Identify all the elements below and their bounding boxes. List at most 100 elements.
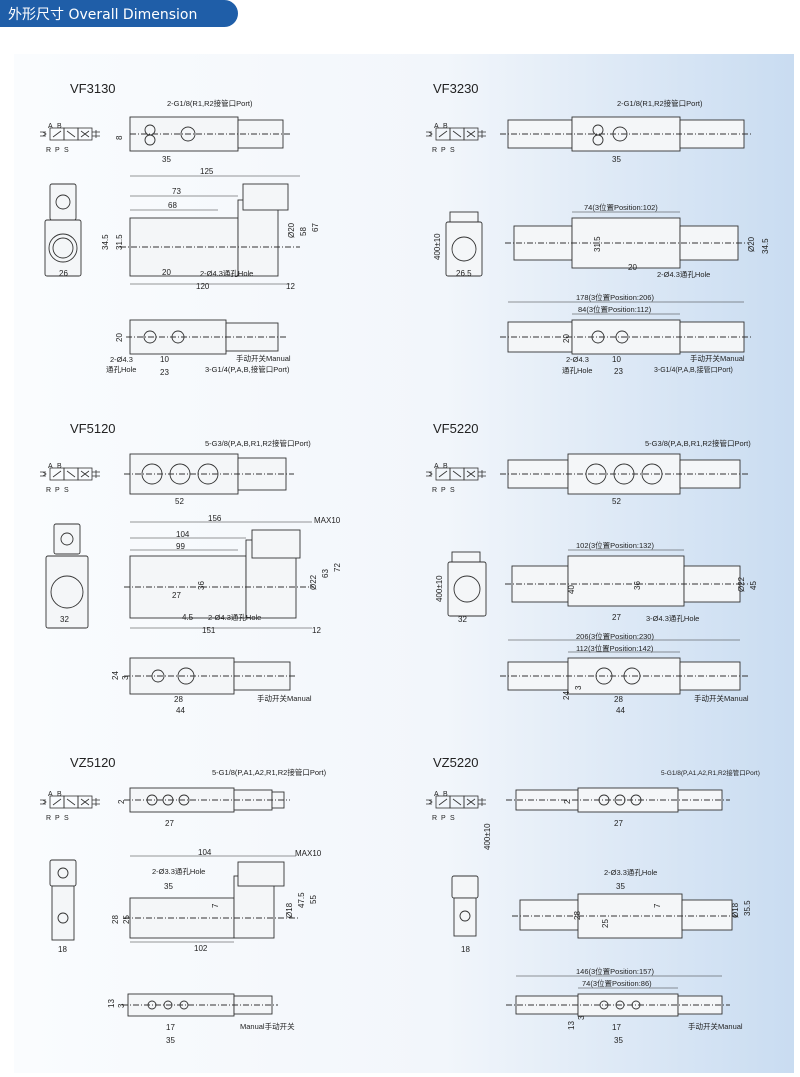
dimension-label: 27: [612, 613, 621, 622]
port-label: 5-G3/8(P,A,B,R1,R2接管口Port): [205, 438, 311, 448]
dimension-label: 7: [211, 903, 220, 908]
dimension-label: 36: [633, 581, 642, 590]
dimension-label: 18: [58, 945, 67, 954]
dimension-label: 104: [176, 530, 190, 539]
dimension-label: 151: [202, 626, 216, 635]
dimension-label: 35: [612, 155, 621, 164]
dimension-label: Ø22: [737, 576, 746, 592]
dimension-label: 32: [458, 615, 467, 624]
front-view-drawing: [124, 521, 314, 629]
manual-label: 手动开关Manual: [257, 693, 312, 703]
symbol-label: P: [55, 815, 60, 822]
coil-side-view: [451, 875, 479, 937]
dimension-label: 72: [333, 563, 342, 572]
symbol-label: B: [443, 791, 448, 798]
dimension-label: 112(3位置Position:142): [576, 643, 654, 653]
dimension-label: 35: [166, 1036, 175, 1045]
symbol-label: B: [443, 463, 448, 470]
dimension-label: 125: [200, 167, 214, 176]
dimension-label: 13: [567, 1021, 576, 1030]
dimension-label: 25: [601, 919, 610, 928]
port-label: 5-G1/8(P,A1,A2,R1,R2接管口Port): [661, 768, 760, 777]
model-title: VF3230: [433, 81, 479, 96]
manual-label: 手动开关Manual: [690, 353, 745, 363]
dimension-label: 23: [160, 368, 169, 377]
dimension-label: 12: [286, 282, 295, 291]
dimension-label: 120: [196, 282, 210, 291]
dimension-label: 25: [122, 915, 131, 924]
dimension-label: 40: [567, 585, 576, 594]
bottom-view-drawing: [126, 319, 286, 355]
port-label: 3-G1/4(P,A,B,接管口Port): [654, 365, 733, 374]
dimension-label: 3: [121, 675, 130, 680]
symbol-label: S: [64, 147, 69, 154]
dimension-label: 400±10: [483, 823, 492, 850]
dimension-label: 68: [168, 201, 177, 210]
symbol-label: P: [55, 487, 60, 494]
section-header-bar: 外形尺寸 Overall Dimension: [0, 0, 238, 27]
model-title: VZ5220: [433, 755, 479, 770]
model-title: VF5120: [70, 421, 116, 436]
front-view-drawing: [505, 549, 748, 607]
top-view-drawing: [124, 787, 290, 813]
dimension-label: 24: [111, 671, 120, 680]
dimension-label: 55: [309, 895, 318, 904]
symbol-label: A: [434, 123, 439, 130]
dimension-label: 45: [749, 581, 758, 590]
dimension-label: 74(3位置Position:86): [582, 978, 652, 988]
dimension-label: 28: [174, 695, 183, 704]
dimension-label: 2: [563, 799, 572, 804]
dimension-label: 17: [166, 1023, 175, 1032]
hole-label: 3-Ø4.3通孔Hole: [646, 613, 699, 623]
manual-label: 手动开关Manual: [688, 1021, 743, 1031]
coil-side-view: [447, 551, 487, 617]
dimension-label: 23: [614, 367, 623, 376]
dimension-label: 10: [160, 355, 169, 364]
symbol-label: B: [57, 791, 62, 798]
hole-label: 2-Ø4.3通孔Hole: [208, 612, 261, 622]
dimension-label: MAX10: [314, 516, 341, 525]
symbol-label: A: [434, 791, 439, 798]
manual-label: 手动开关Manual: [694, 693, 749, 703]
dimension-label: 3: [574, 685, 583, 690]
dimension-label: 3: [577, 1015, 586, 1020]
symbol-label: R: [46, 487, 51, 494]
dimension-label: 2: [117, 799, 126, 804]
dimension-label: Ø18: [285, 902, 294, 918]
dimension-label: 27: [614, 819, 623, 828]
symbol-label: B: [57, 123, 62, 130]
bottom-view-drawing: [500, 301, 752, 355]
port-label: 5-G1/8(P,A1,A2,R1,R2接管口Port): [212, 767, 327, 777]
dimension-label: 84(3位置Position:112): [578, 304, 652, 314]
model-vf5220: VF5220 A B R P S 5-G3/8(P,A,B,R1,R2接管口Po…: [425, 421, 758, 715]
hole-label: 2-Ø3.3通孔Hole: [152, 866, 205, 876]
model-title: VZ5120: [70, 755, 116, 770]
dimension-label: 12: [312, 626, 321, 635]
bottom-view-drawing: [500, 639, 748, 695]
dimension-label: 102: [194, 944, 208, 953]
port-label: 5-G3/8(P,A,B,R1,R2接管口Port): [645, 438, 751, 448]
dimension-label: 20: [115, 333, 124, 342]
dimension-label: 104: [198, 848, 212, 857]
symbol-label: S: [64, 487, 69, 494]
dimension-label: 18: [461, 945, 470, 954]
dimension-label: 20: [628, 263, 637, 272]
coil-side-view: [45, 523, 89, 629]
hole-label: 通孔Hole: [106, 364, 136, 374]
top-view-drawing: [124, 453, 294, 495]
dimension-label: 35.5: [743, 900, 752, 916]
dimension-label: 28: [614, 695, 623, 704]
port-label: 2-G1/8(R1,R2接管口Port): [167, 98, 253, 108]
dimension-label: 73: [172, 187, 181, 196]
coil-side-view: [49, 859, 77, 941]
dimension-label: 31.5: [593, 236, 602, 252]
dimension-label: 52: [175, 497, 184, 506]
dimension-label: Ø22: [309, 574, 318, 590]
dimension-label: 26: [59, 269, 68, 278]
dimension-label: 34.5: [101, 234, 110, 250]
top-view-drawing: [506, 787, 730, 813]
front-view-drawing: [512, 893, 740, 939]
symbol-label: S: [450, 487, 455, 494]
symbol-label: B: [57, 463, 62, 470]
symbol-label: S: [64, 815, 69, 822]
